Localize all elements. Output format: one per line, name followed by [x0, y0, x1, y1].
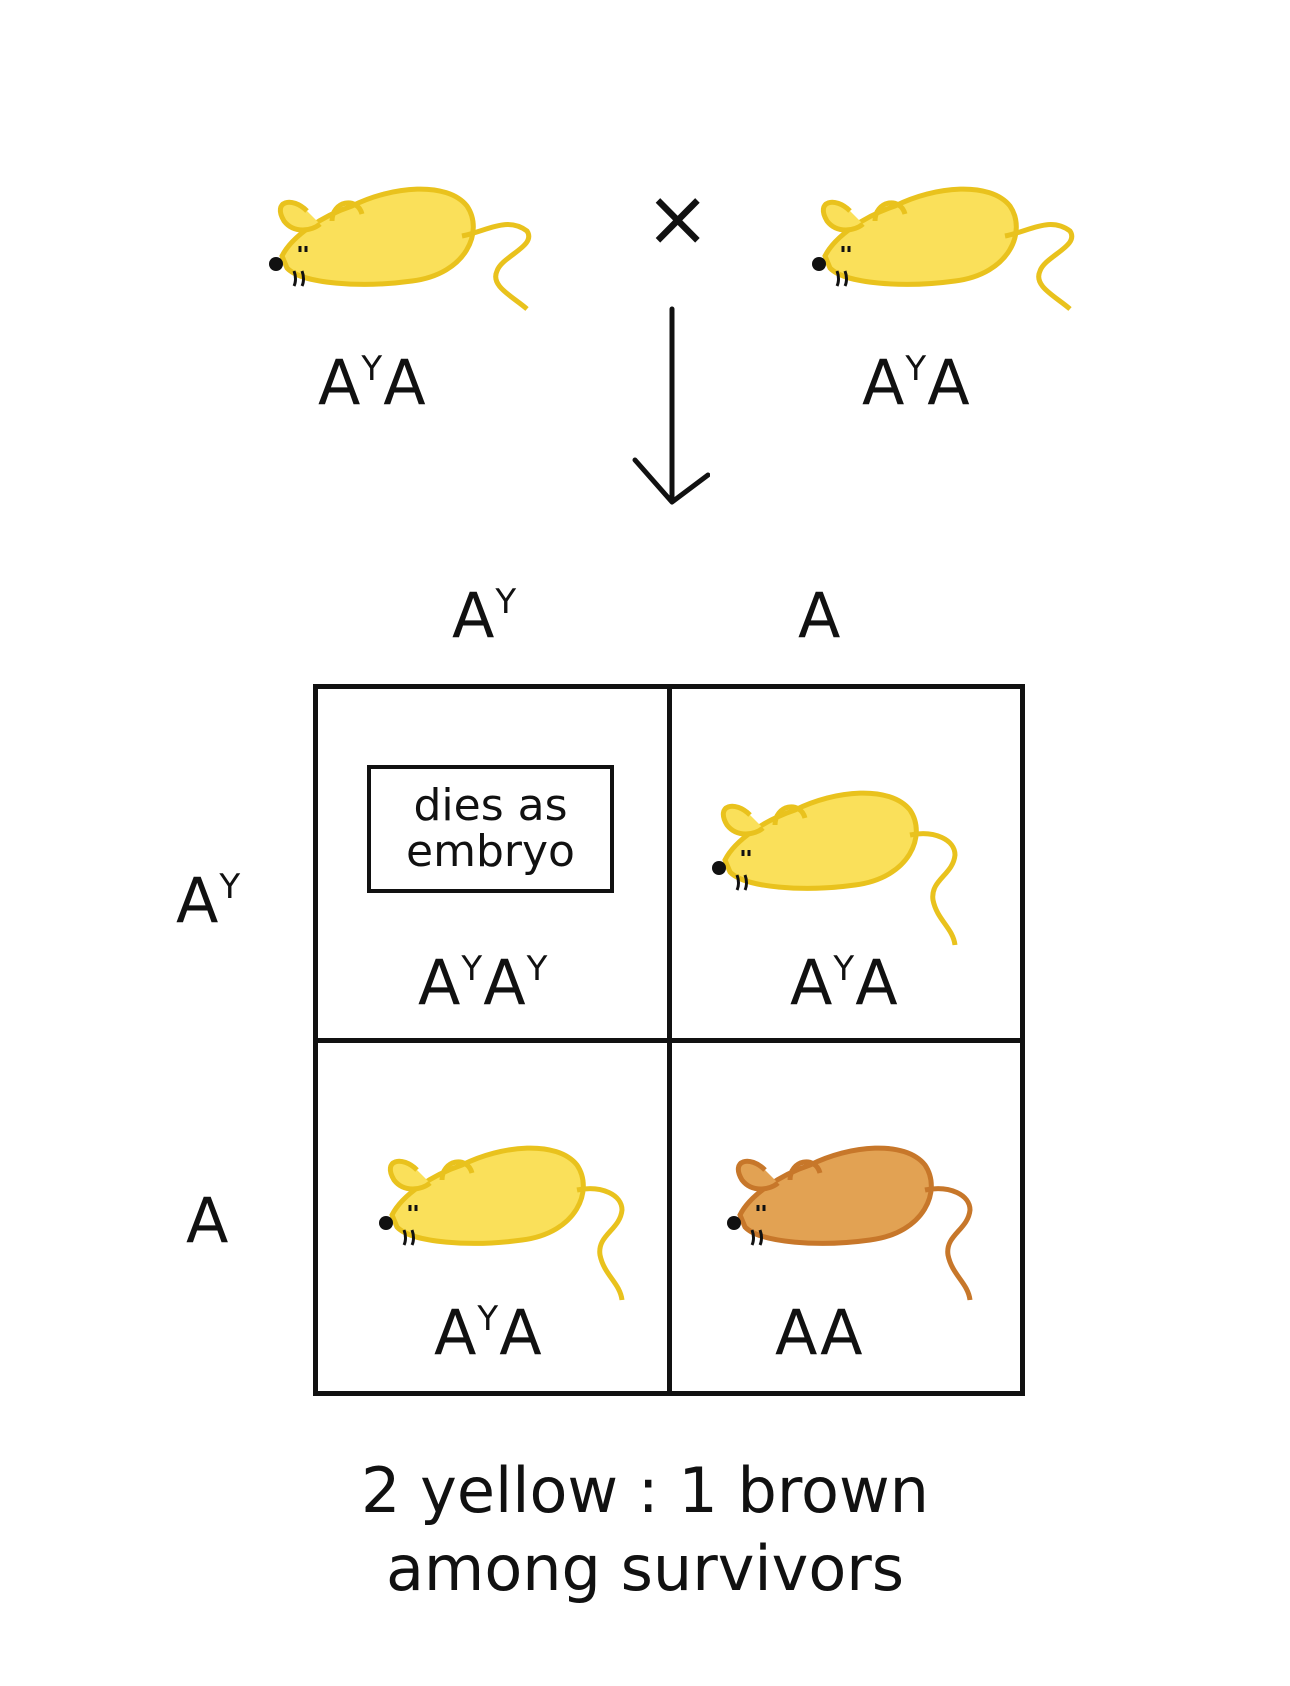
cell-2-genotype: AYA: [790, 946, 899, 1019]
cell-1-genotype: AYAY: [418, 946, 549, 1019]
dies-as-embryo-note: dies as embryo: [367, 765, 614, 893]
grid-divider-horizontal: [313, 1038, 1025, 1043]
summary-line-1: 2 yellow : 1 brown: [361, 1454, 929, 1527]
col-header-2: A: [798, 579, 842, 652]
note-line-1: dies as: [413, 779, 568, 831]
cross-symbol: ×: [645, 174, 711, 264]
note-line-2: embryo: [406, 826, 575, 877]
col-header-1: AY: [452, 579, 518, 652]
ratio-summary: 2 yellow : 1 brown among survivors: [0, 1452, 1290, 1607]
parent-left-mouse: [262, 176, 542, 316]
cell-4-genotype: AA: [775, 1296, 864, 1369]
cell-4-brown-mouse: [720, 1135, 1000, 1305]
parent-right-genotype: AYA: [862, 346, 971, 419]
parent-right-mouse: [805, 176, 1085, 316]
cell-3-yellow-mouse: [372, 1135, 652, 1305]
row-header-1: AY: [176, 864, 242, 937]
row-header-2: A: [186, 1184, 230, 1257]
parent-left-genotype: AYA: [318, 346, 427, 419]
summary-line-2: among survivors: [385, 1531, 905, 1605]
cell-2-yellow-mouse: [705, 780, 985, 950]
down-arrow-icon: [630, 305, 711, 514]
cell-3-genotype: AYA: [434, 1296, 543, 1369]
